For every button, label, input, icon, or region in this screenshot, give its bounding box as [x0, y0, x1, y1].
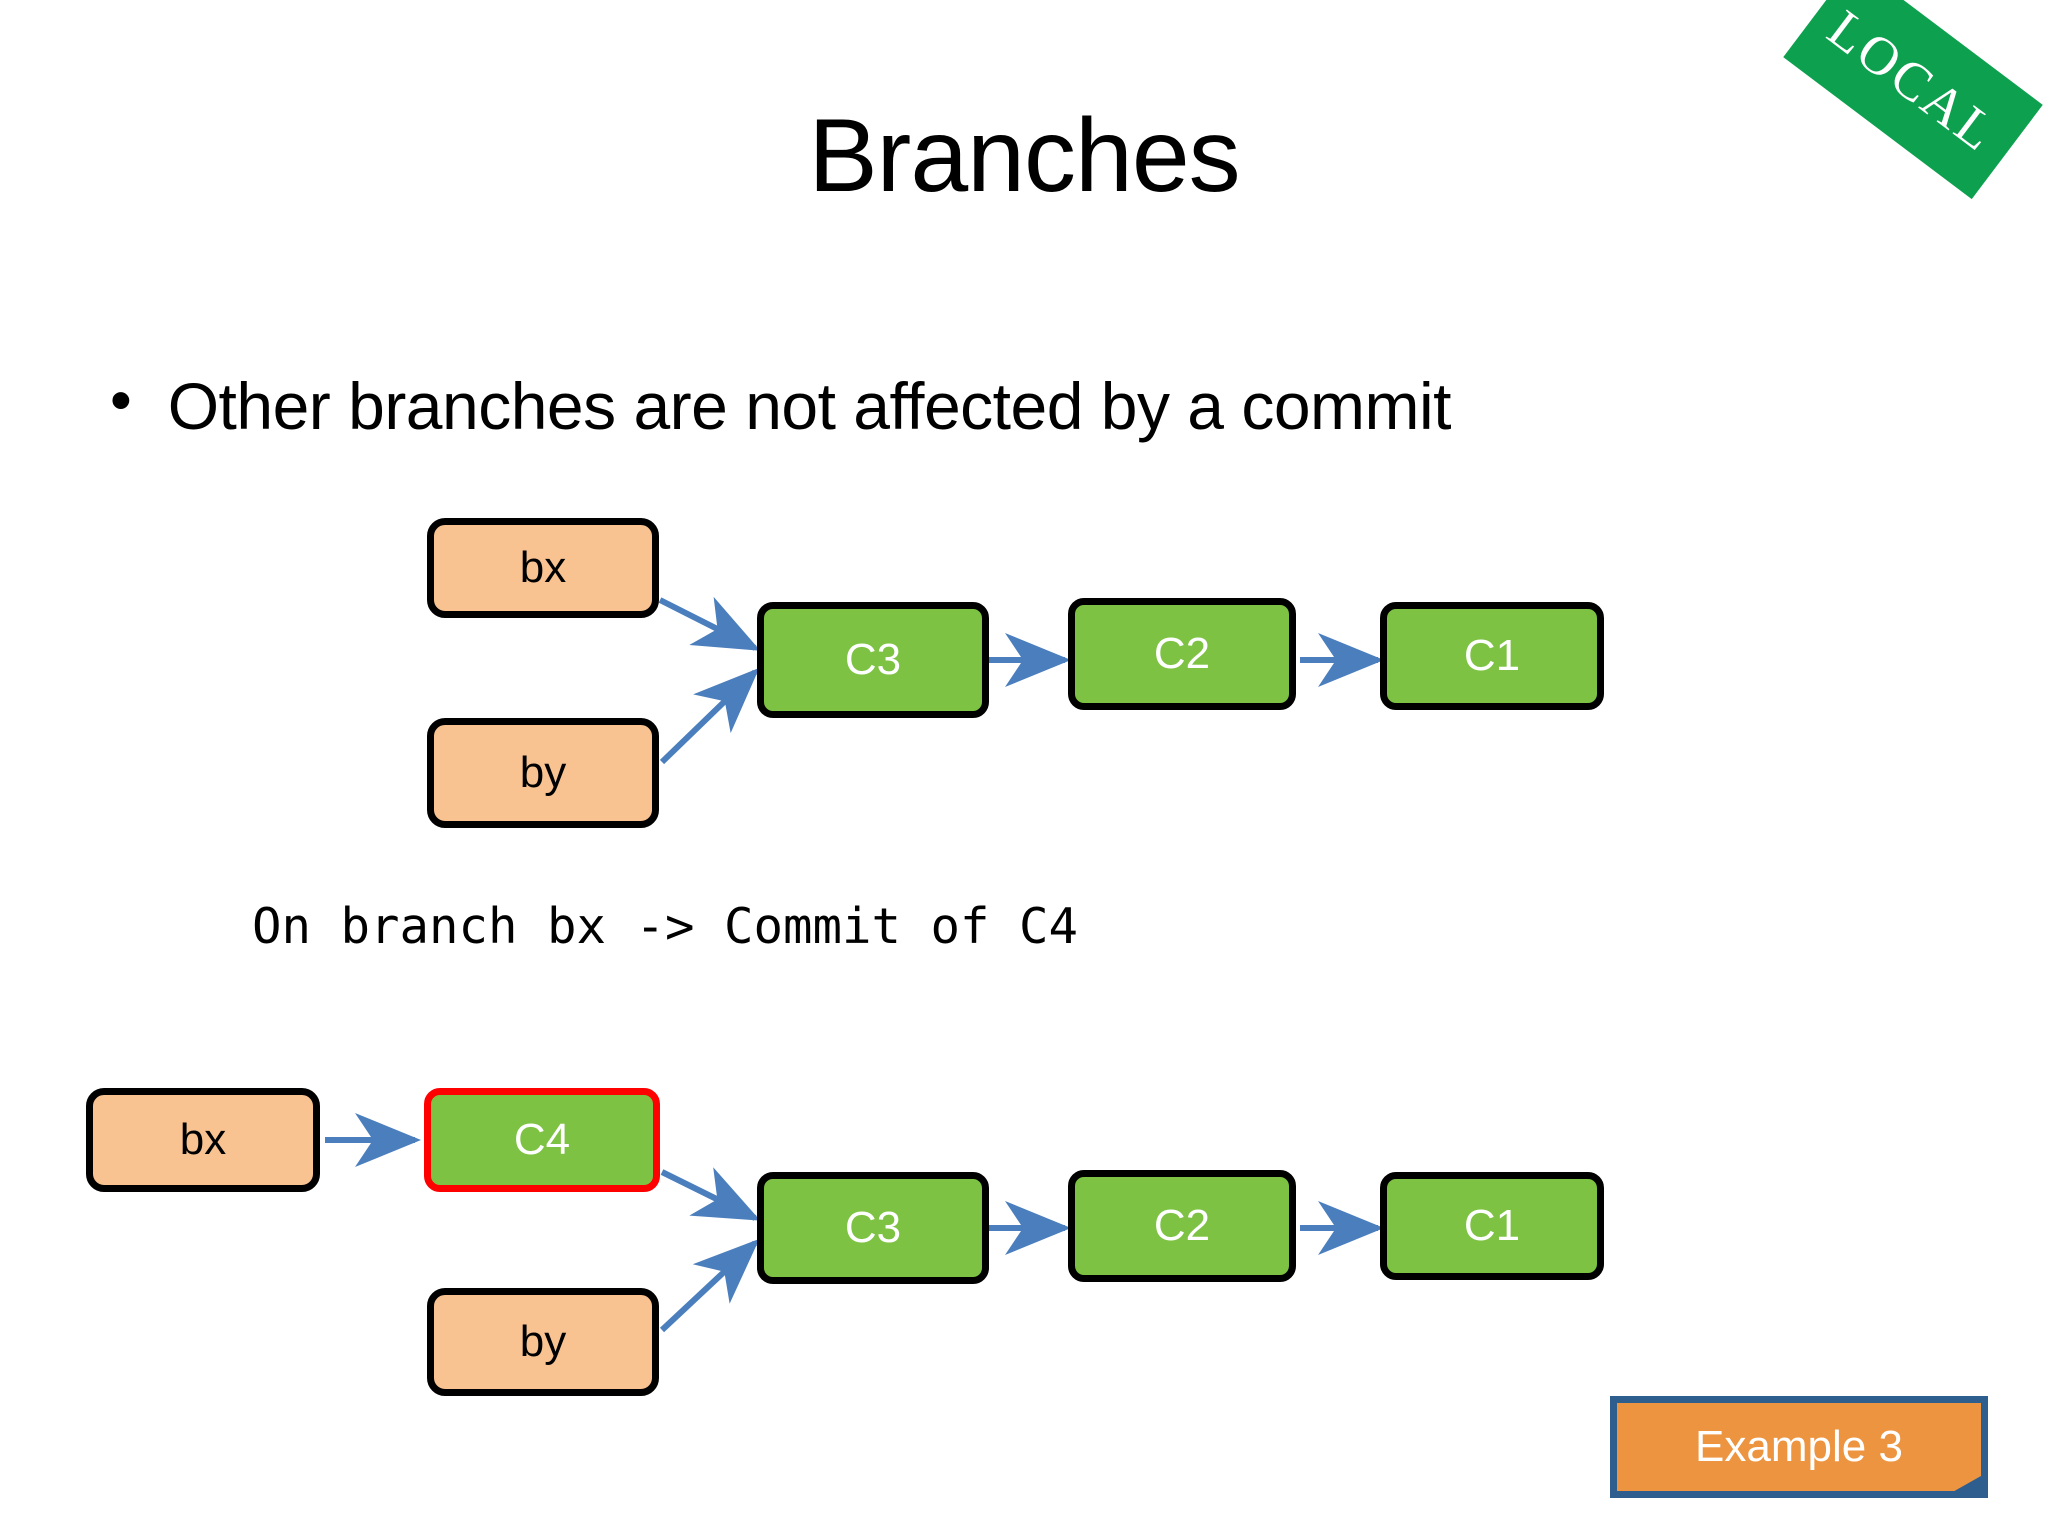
branch-node-label: bx — [179, 1115, 227, 1164]
bullet-marker-icon: • — [110, 366, 132, 435]
commit-node-c2-after[interactable]: C2 — [1068, 1170, 1296, 1282]
branch-node-by-before[interactable]: by — [427, 718, 659, 828]
commit-node-c4-after[interactable]: C4 — [424, 1088, 660, 1192]
commit-node-c2-before[interactable]: C2 — [1068, 598, 1296, 710]
commit-node-label: C1 — [1463, 1201, 1521, 1250]
branch-node-label: by — [519, 1317, 567, 1366]
example-badge[interactable]: Example 3 — [1610, 1396, 1988, 1498]
commit-node-label: C3 — [844, 1203, 902, 1252]
commit-node-c1-after[interactable]: C1 — [1380, 1172, 1604, 1280]
command-caption: On branch bx -> Commit of C4 — [251, 898, 1078, 955]
branch-node-bx-after[interactable]: bx — [86, 1088, 320, 1192]
bullet-item: • Other branches are not affected by a c… — [110, 366, 1970, 443]
commit-node-label: C3 — [844, 635, 902, 684]
example-badge-body: Example 3 — [1610, 1396, 1988, 1498]
commit-node-label: C2 — [1153, 1201, 1211, 1250]
commit-node-label: C4 — [513, 1115, 571, 1164]
example-badge-label: Example 3 — [1695, 1422, 1903, 1471]
branch-node-bx-before[interactable]: bx — [427, 518, 659, 618]
branch-node-by-after[interactable]: by — [427, 1288, 659, 1396]
commit-node-c3-after[interactable]: C3 — [757, 1172, 989, 1284]
page-title: Branches — [808, 98, 1240, 214]
bullet-text: Other branches are not affected by a com… — [167, 369, 1452, 443]
commit-node-label: C2 — [1153, 629, 1211, 678]
commit-node-label: C1 — [1463, 631, 1521, 680]
branch-node-label: bx — [519, 543, 567, 592]
branch-node-label: by — [519, 748, 567, 797]
commit-node-c1-before[interactable]: C1 — [1380, 602, 1604, 710]
commit-node-c3-before[interactable]: C3 — [757, 602, 989, 718]
